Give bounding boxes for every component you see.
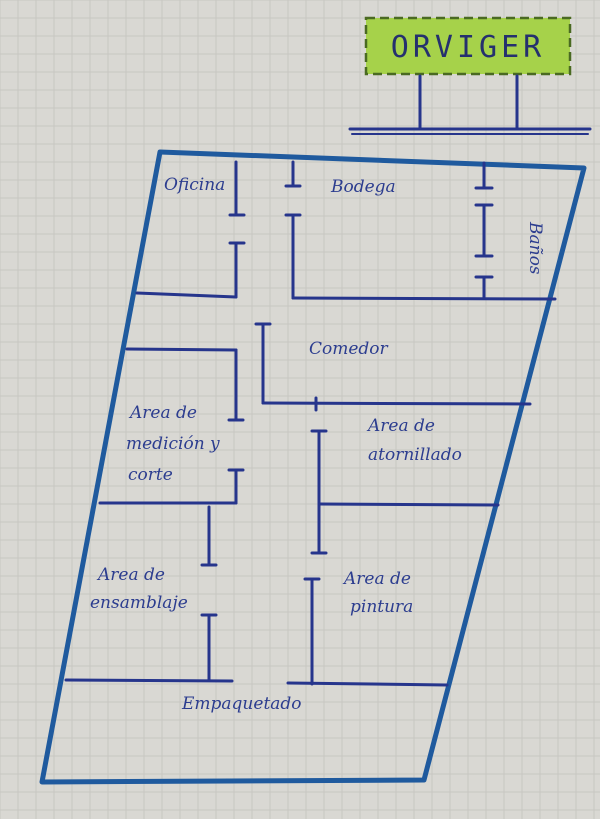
label-comedor: Comedor — [309, 339, 389, 359]
room-labels: Oficina Bodega Baños Comedor Area de med… — [90, 175, 545, 714]
label-medicion-line1: Area de — [128, 403, 197, 423]
bodega-wall-bottom — [291, 296, 557, 301]
building-outline — [39, 149, 587, 785]
label-oficina: Oficina — [164, 175, 225, 195]
interior-walls — [64, 160, 557, 687]
label-empaquetado: Empaquetado — [181, 694, 302, 714]
label-pintura-line2: pintura — [350, 597, 413, 617]
sign-board — [364, 16, 572, 76]
label-banos: Baños — [525, 221, 545, 275]
label-medicion-line3: corte — [128, 465, 173, 485]
sign-text: ORVIGER — [391, 30, 545, 65]
medicion-wall-top — [125, 347, 238, 352]
comedor-wall-bottom — [261, 401, 532, 406]
ensamblaje-wall-bottom — [64, 678, 234, 683]
oficina-wall-bottom — [135, 291, 238, 299]
label-atornillado-line2: atornillado — [368, 445, 462, 465]
label-medicion-line2: medición y — [126, 434, 220, 454]
label-ensamblaje-line2: ensamblaje — [90, 593, 188, 613]
atornillado-wall-bottom — [317, 502, 500, 507]
label-bodega: Bodega — [330, 177, 396, 197]
pintura-wall-bottom — [286, 681, 449, 687]
label-pintura-line1: Area de — [342, 569, 411, 589]
label-ensamblaje-line1: Area de — [96, 565, 165, 585]
company-sign: ORVIGER — [348, 16, 592, 135]
label-atornillado-line1: Area de — [366, 416, 435, 436]
